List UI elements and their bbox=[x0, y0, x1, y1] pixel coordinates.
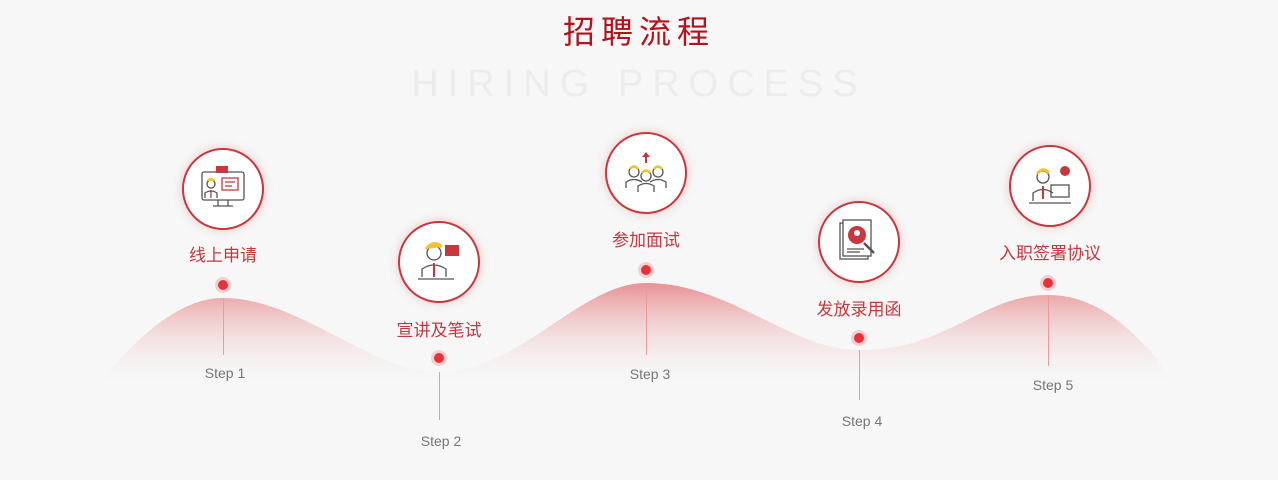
step-3-dot bbox=[641, 265, 651, 275]
step-4-label: 发放录用函 bbox=[816, 300, 902, 320]
background-title: HIRING PROCESS bbox=[411, 63, 867, 105]
step-1-label: 线上申请 bbox=[189, 246, 257, 266]
step-1-line bbox=[223, 298, 224, 355]
step-4-line bbox=[859, 350, 860, 400]
offer-letter-icon bbox=[839, 219, 875, 260]
step-5-dot bbox=[1043, 278, 1053, 288]
step-2-label: 宣讲及笔试 bbox=[396, 321, 482, 341]
page-title: 招聘流程 bbox=[562, 13, 715, 51]
step-3-line bbox=[646, 283, 647, 355]
step-5-line bbox=[1048, 296, 1049, 366]
step-1-circle bbox=[182, 148, 264, 230]
step-2-number: Step 2 bbox=[420, 433, 462, 449]
step-3-number: Step 3 bbox=[629, 366, 671, 382]
step-4-circle bbox=[818, 201, 900, 283]
step-4-number: Step 4 bbox=[841, 413, 883, 429]
step-1-dot bbox=[218, 280, 228, 290]
onboarding-icon bbox=[1029, 166, 1071, 204]
step-5-circle bbox=[1009, 145, 1091, 227]
step-5-label: 入职签署协议 bbox=[999, 244, 1101, 264]
presentation-icon bbox=[418, 242, 459, 280]
step-3-label: 参加面试 bbox=[612, 231, 680, 251]
step-2-circle bbox=[398, 221, 480, 303]
step-3-circle bbox=[605, 132, 687, 214]
online-application-icon bbox=[201, 166, 245, 207]
interview-group-icon bbox=[625, 152, 667, 192]
step-5-number: Step 5 bbox=[1032, 377, 1074, 393]
step-2-dot bbox=[434, 353, 444, 363]
step-2-line bbox=[439, 372, 440, 420]
step-1-number: Step 1 bbox=[204, 365, 246, 381]
step-4-dot bbox=[854, 333, 864, 343]
